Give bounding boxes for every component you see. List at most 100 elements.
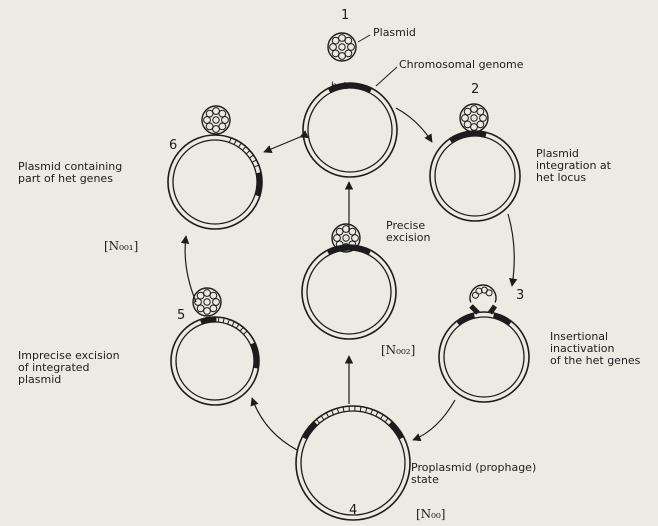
plasmid-with-het-step-6 <box>202 106 230 134</box>
free-plasmid-step-1-outline <box>328 33 356 61</box>
excising-plasmid-step-5-bead <box>197 292 204 299</box>
chromosome-step-4-plasmid-segment <box>332 410 334 415</box>
free-plasmid-step-1-core <box>339 44 345 50</box>
plasmid-with-het-step-6-core <box>213 117 219 123</box>
integration-junction-left <box>471 306 478 313</box>
free-plasmid-step-2-bead <box>464 121 471 128</box>
step-number-4: 4 <box>349 505 357 517</box>
integrating-plasmid-step-3 <box>470 285 496 313</box>
plasmid-with-het-step-6-bead <box>222 117 229 124</box>
chromosome-step-5-plasmid-segment <box>232 321 234 325</box>
chromosome-step-4-plasmid-segment <box>360 407 361 412</box>
chromosome-step-6-plasmid-segment <box>234 140 236 144</box>
plasmid-pointer <box>358 35 370 42</box>
arrow-step-4-to-5 <box>252 398 297 450</box>
plasmid-with-het-step-6-bead <box>204 117 211 124</box>
chromosome-step-5-plasmid-segment <box>236 324 239 328</box>
plasmid-integration-label: Plasmid integration at het locus <box>536 148 611 184</box>
free-plasmid-step-1-bead <box>332 50 339 57</box>
chromosome-step-4-plasmid-segment <box>321 416 324 420</box>
plasmid-with-het-step-6-bead <box>219 110 226 117</box>
excising-plasmid-step-5 <box>193 288 221 316</box>
het-gene-label: het <box>331 81 347 93</box>
chromosome-step-5-inner-ring <box>176 322 254 400</box>
arrow-step-1-step-6-exchange <box>264 137 300 152</box>
step-number-5: 5 <box>177 310 185 322</box>
chromosome-step-1-outer-ring <box>303 83 397 177</box>
integrating-plasmid-bead <box>486 290 492 296</box>
chromosome-step-6-het-band-1 <box>257 173 259 196</box>
chromosome-step-6-plasmid-segment <box>229 138 231 143</box>
excising-plasmid-step-5-bead <box>210 292 217 299</box>
chromosomal-genome-pointer <box>376 67 397 86</box>
chromosome-step-4-plasmid-segment <box>326 413 328 417</box>
chromosome-step-4-plasmid-segment <box>366 408 367 413</box>
plasmid-with-het-step-6-bead <box>206 123 213 130</box>
proplasmid-state-label: Proplasmid (prophage) state <box>411 462 536 486</box>
chromosome-step-6-plasmid-segment <box>252 160 256 162</box>
step-number-6: 6 <box>169 140 177 152</box>
plasmid-with-het-step-6-bead <box>219 123 226 130</box>
chromosome-step-4-het-band-2 <box>390 423 401 438</box>
imprecise-excision-label: Imprecise excision of integrated plasmid <box>18 350 120 386</box>
excising-plasmid-step-5-outline <box>193 288 221 316</box>
chromosome-step-5 <box>171 317 259 405</box>
free-plasmid-step-2-bead <box>480 115 487 122</box>
chromosome-step-3-het-band-2 <box>494 316 511 324</box>
free-plasmid-step-2-bead <box>477 108 484 115</box>
free-plasmid-step-1-bead <box>339 53 346 60</box>
chromosome-step-3-het-band-1 <box>458 316 475 324</box>
chromosome-step-2-outer-ring <box>430 131 520 221</box>
chromosome-step-4-plasmid-segment <box>376 412 378 416</box>
free-plasmid-step-2-bead <box>462 115 469 122</box>
excised-plasmid-center-bead <box>336 228 343 235</box>
free-plasmid-step-1-bead <box>348 44 355 51</box>
chromosome-precise-excision <box>302 245 396 339</box>
chromosome-step-4-plasmid-segment <box>385 418 388 422</box>
excised-plasmid-center-core <box>343 235 349 241</box>
plasmid-with-het-step-6-bead <box>206 110 213 117</box>
free-plasmid-step-1-bead <box>345 37 352 44</box>
precise-excision-label: Precise excision <box>386 220 430 244</box>
plasmid-with-het-step-6-outline <box>202 106 230 134</box>
chromosome-step-6-outer-ring <box>168 135 262 229</box>
free-plasmid-step-2-outline <box>460 104 488 132</box>
arrow-step-1-to-2 <box>396 108 432 142</box>
chromosome-step-4-het-band-1 <box>304 423 315 438</box>
excising-plasmid-step-5-bead <box>197 305 204 312</box>
n00-code-label: [N₀₀] <box>416 508 445 520</box>
arrow-step-3-to-4 <box>413 400 455 440</box>
insertional-inactivation-label: Insertional inactivation of the het gene… <box>550 331 640 367</box>
free-plasmid-step-1-bead <box>339 35 346 42</box>
free-plasmid-step-2 <box>460 104 488 132</box>
chromosomal-genome-label: Chromosomal genome <box>399 59 524 71</box>
free-plasmid-step-1-bead <box>330 44 337 51</box>
chromosome-step-6-plasmid-segment <box>243 147 246 151</box>
chromosome-step-6 <box>168 135 262 229</box>
arrow-step-2-to-3 <box>508 214 514 286</box>
chromosome-step-6-plasmid-segment <box>246 151 250 154</box>
chromosome-precise-excision-outer-ring <box>302 245 396 339</box>
chromosome-step-4-plasmid-segment <box>316 419 319 423</box>
excising-plasmid-step-5-bead <box>213 299 220 306</box>
excised-plasmid-center-bead <box>352 235 359 242</box>
chromosome-step-6-plasmid-segment <box>254 165 259 167</box>
chromosome-step-1-inner-ring <box>308 88 392 172</box>
chromosome-step-4-plasmid-segment <box>381 415 384 419</box>
chromosome-step-4-plasmid-segment <box>337 408 338 413</box>
chromosome-step-1 <box>303 83 397 177</box>
plasmid-with-het-step-6-bead <box>213 126 220 133</box>
step-number-3: 3 <box>516 290 524 302</box>
excised-plasmid-center-bead <box>334 235 341 242</box>
chromosome-step-6-plasmid-segment <box>249 155 253 158</box>
step-number-2: 2 <box>471 84 479 96</box>
excised-plasmid-center-bead <box>349 228 356 235</box>
chromosome-step-4-inner-ring <box>301 411 405 515</box>
chromosome-step-5-outer-ring <box>171 317 259 405</box>
excising-plasmid-step-5-bead <box>204 308 211 315</box>
free-plasmid-step-1-bead <box>332 37 339 44</box>
chromosome-step-5-plasmid-segment <box>223 318 224 323</box>
plasmid-containing-het-label: Plasmid containing part of het genes <box>18 161 122 185</box>
chromosome-step-5-plasmid-segment <box>244 331 248 334</box>
